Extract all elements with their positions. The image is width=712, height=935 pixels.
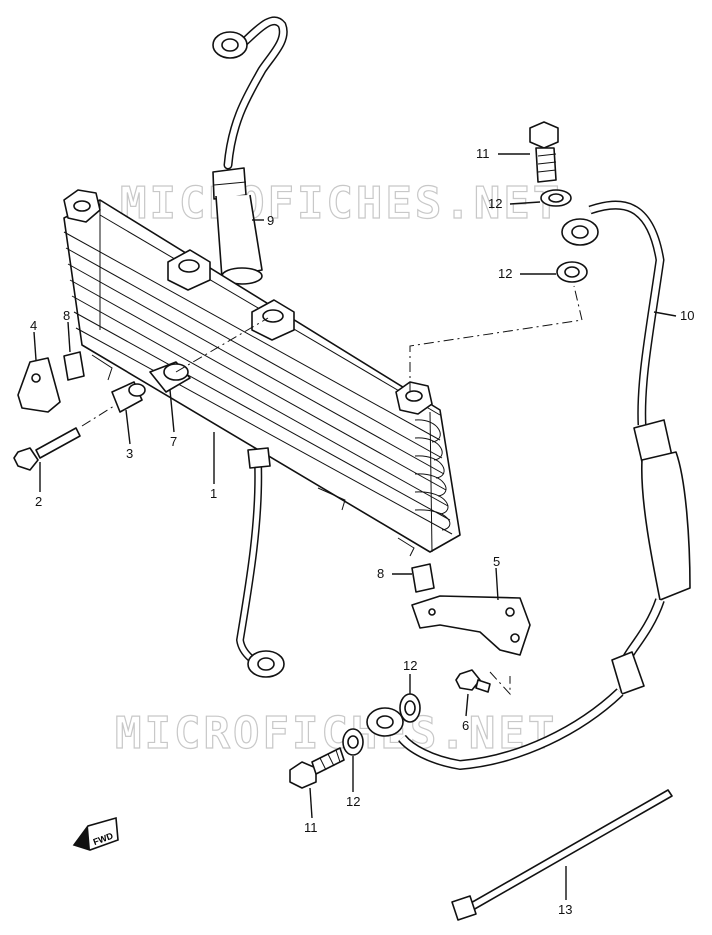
bracket-left (17, 357, 61, 413)
forward-arrow-badge: FWD (72, 816, 119, 851)
leader-lines (33, 153, 677, 900)
gasket-1 (540, 189, 572, 207)
clip-right (411, 563, 435, 593)
gasket-3 (399, 693, 421, 723)
gasket-4 (342, 728, 364, 756)
clip-left (63, 351, 85, 381)
gasket-2 (556, 261, 588, 283)
oil-hose (366, 200, 691, 771)
union-bolt-top (529, 121, 559, 183)
callout-7: 7 (170, 434, 177, 449)
callout-12-a: 12 (488, 196, 502, 211)
callout-3: 3 (126, 446, 133, 461)
bracket-right (411, 595, 531, 656)
callout-8-right: 8 (377, 566, 384, 581)
callout-11-top: 11 (476, 146, 490, 161)
bolt-right (455, 669, 491, 693)
collar (111, 381, 146, 413)
bolt-left (13, 427, 81, 471)
callout-6: 6 (462, 718, 469, 733)
callout-1: 1 (210, 486, 217, 501)
callout-5: 5 (493, 554, 500, 569)
callout-13: 13 (558, 902, 572, 917)
upper-oil-pipe (212, 16, 288, 285)
callout-12-b: 12 (498, 266, 512, 281)
cable-tie (451, 789, 673, 921)
oil-cooler (63, 189, 461, 557)
callout-9: 9 (267, 213, 274, 228)
callout-8-left: 8 (63, 308, 70, 323)
callout-12-c: 12 (403, 658, 417, 673)
callout-10: 10 (680, 308, 694, 323)
callout-2: 2 (35, 494, 42, 509)
union-bolt-bottom (289, 747, 345, 789)
lower-small-pipe (235, 447, 285, 678)
watermark-top: MICROFICHES.NET (120, 178, 562, 229)
callout-4: 4 (30, 318, 37, 333)
callout-11-bottom: 11 (304, 820, 318, 835)
callout-12-d: 12 (346, 794, 360, 809)
